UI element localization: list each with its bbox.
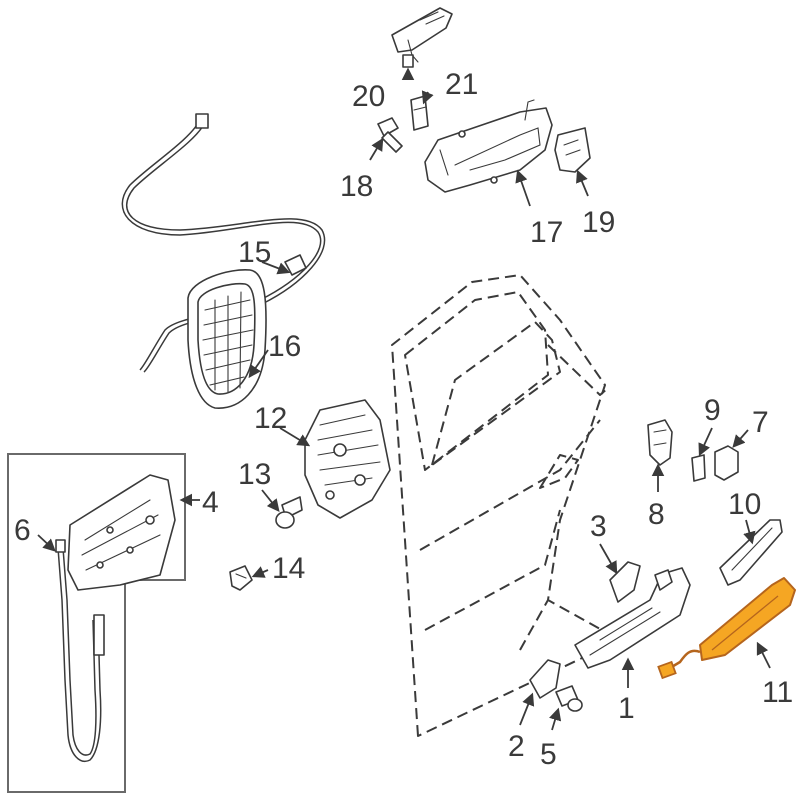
part-14-clip — [229, 565, 253, 591]
callout-16: 16 — [268, 330, 301, 363]
part-20-handle-cap — [391, 7, 453, 68]
callout-18: 18 — [340, 170, 373, 203]
callout-8: 8 — [648, 498, 665, 531]
callout-19: 19 — [582, 206, 615, 239]
callout-13: 13 — [238, 458, 271, 491]
part-7-cover — [714, 445, 739, 481]
part-18-bolt — [377, 117, 403, 153]
callout-labels: 20 21 18 17 19 15 16 12 13 14 4 6 9 7 8 … — [14, 68, 793, 771]
callout-2: 2 — [508, 730, 525, 763]
callout-15: 15 — [238, 236, 271, 269]
callout-10: 10 — [728, 488, 761, 521]
part-1-handle — [574, 567, 691, 669]
callout-5: 5 — [540, 738, 557, 771]
callout-9: 9 — [704, 394, 721, 427]
part-13-screw — [275, 496, 303, 529]
part-3-gasket — [609, 561, 641, 603]
callout-21: 21 — [445, 68, 478, 101]
callout-3: 3 — [590, 510, 607, 543]
callout-1: 1 — [618, 692, 635, 725]
callout-11: 11 — [762, 676, 793, 709]
part-15-cable — [121, 113, 326, 373]
part-16-shield — [187, 269, 267, 409]
callout-7: 7 — [752, 406, 769, 439]
callout-20: 20 — [352, 80, 385, 113]
part-12-lock-actuator — [304, 399, 391, 519]
part-19-bezel — [554, 127, 591, 173]
part-10-outer-handle — [719, 519, 783, 586]
rear-door-outline — [391, 274, 621, 737]
part-4-latch — [67, 474, 176, 591]
part-2-gasket — [529, 659, 561, 699]
callout-17: 17 — [530, 216, 563, 249]
part-5-bolt — [555, 685, 583, 712]
callout-6: 6 — [14, 514, 31, 547]
callout-4: 4 — [202, 486, 219, 519]
part-6-cable — [55, 539, 105, 762]
part-11-handle-cover-highlighted — [657, 577, 796, 680]
callout-12: 12 — [254, 402, 287, 435]
part-17-inside-handle — [424, 99, 553, 193]
part-9-cap — [691, 454, 706, 482]
part-21-clip — [410, 95, 429, 131]
part-8-handle-base — [647, 419, 673, 466]
callout-14: 14 — [272, 552, 305, 585]
leader-lines — [37, 67, 771, 731]
